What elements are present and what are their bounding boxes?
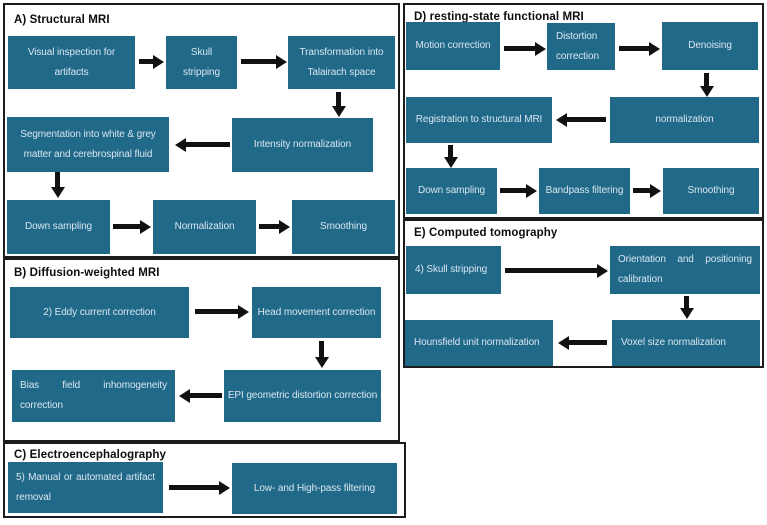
box-hounsfield-unit-normalization: Hounsfield unit normalization — [405, 320, 553, 366]
flow-arrow-b1-b2 — [195, 309, 238, 314]
box-denoising: Denoising — [662, 22, 758, 70]
flow-arrow-d4-d5 — [567, 117, 606, 122]
panel-e-title: E) Computed tomography — [414, 227, 558, 239]
box-head-movement-correction: Head movement correction — [252, 287, 381, 338]
box-bandpass-filtering: Bandpass filtering — [539, 168, 630, 214]
flow-arrow-a2-a3 — [241, 59, 276, 64]
flow-arrow-a5-a6 — [55, 172, 60, 187]
panel-c-title: C) Electroencephalography — [14, 449, 167, 461]
box-epi-geometric-distortion: EPI geometric distortion correction — [224, 370, 381, 422]
flow-arrow-d5-d6 — [448, 145, 453, 157]
box-smoothing-a: Smoothing — [292, 200, 395, 254]
panel-computed-tomography: E) Computed tomography 4) Skull strippin… — [403, 219, 764, 368]
box-smoothing-d: Smoothing — [663, 168, 759, 214]
flow-arrow-a4-a5 — [186, 142, 230, 147]
flow-arrow-a6-a7 — [113, 224, 140, 229]
panel-b-title: B) Diffusion-weighted MRI — [14, 267, 160, 279]
flow-arrow-e1-e2 — [505, 268, 597, 273]
box-normalization-a: Normalization — [153, 200, 256, 254]
box-voxel-size-normalization: Voxel size normalization — [612, 320, 760, 366]
flow-arrow-e2-e3 — [684, 296, 689, 308]
panel-d-title: D) resting-state functional MRI — [414, 11, 584, 23]
box-down-sampling-a: Down sampling — [7, 200, 110, 254]
box-motion-correction: Motion correction — [406, 22, 500, 70]
panel-a-title: A) Structural MRI — [14, 14, 110, 26]
flow-arrow-d7-d8 — [633, 188, 650, 193]
box-registration-structural-mri: Registration to structural MRI — [406, 97, 552, 143]
flow-arrow-b3-b4 — [190, 393, 222, 398]
box-skull-stripping-ct: 4) Skull stripping — [406, 246, 501, 294]
flow-arrow-a1-a2 — [139, 59, 153, 64]
box-normalization-d: normalization — [610, 97, 759, 143]
box-eddy-current-correction: 2) Eddy current correction — [10, 287, 189, 338]
flow-arrow-c1-c2 — [169, 485, 219, 490]
flow-arrow-d3-d4 — [704, 73, 709, 86]
flow-arrow-d6-d7 — [500, 188, 526, 193]
flow-arrow-a7-a8 — [259, 224, 279, 229]
flow-arrow-b2-b3 — [319, 341, 324, 357]
flow-arrow-e3-e4 — [569, 340, 607, 345]
box-intensity-normalization: Intensity normalization — [232, 118, 373, 172]
flow-arrow-d2-d3 — [619, 46, 649, 51]
panel-resting-state-fmri: D) resting-state functional MRI Motion c… — [403, 3, 764, 219]
panel-diffusion-weighted-mri: B) Diffusion-weighted MRI 2) Eddy curren… — [3, 258, 400, 442]
box-low-high-pass-filtering: Low- and High-pass filtering — [232, 463, 397, 514]
box-down-sampling-d: Down sampling — [406, 168, 497, 214]
flow-arrow-d1-d2 — [504, 46, 535, 51]
flow-arrow-a3-a4 — [336, 92, 341, 106]
